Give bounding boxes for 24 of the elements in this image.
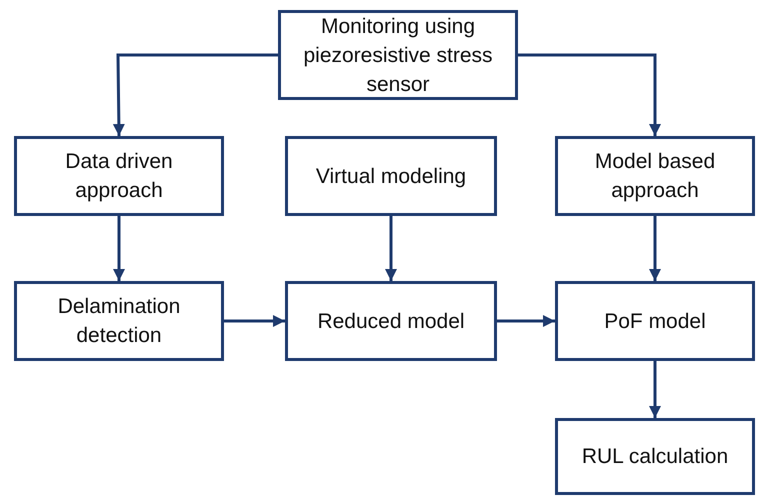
box-label: Monitoring using piezoresistive stress sensor [302,14,494,98]
process-box [555,281,755,361]
arrow [224,315,285,327]
arrow [385,216,397,281]
process-box [555,136,755,216]
process-box [285,136,497,216]
box-label: Data driven approach [64,149,174,204]
process-box [14,281,224,361]
arrow [113,216,125,281]
process-box [14,136,224,216]
process-box [555,418,755,495]
box-label: Model based approach [594,149,716,204]
box-label: PoF model [604,308,706,334]
box-label: Virtual modeling [316,164,466,190]
arrow [518,54,661,136]
box-label: RUL calculation [582,444,728,470]
box-label: Delamination detection [56,294,182,349]
arrow [497,315,555,327]
arrow [649,216,661,281]
arrow [649,361,661,418]
process-box [278,10,518,100]
process-box [285,281,497,361]
arrow [112,54,278,136]
box-label: Reduced model [317,308,465,334]
